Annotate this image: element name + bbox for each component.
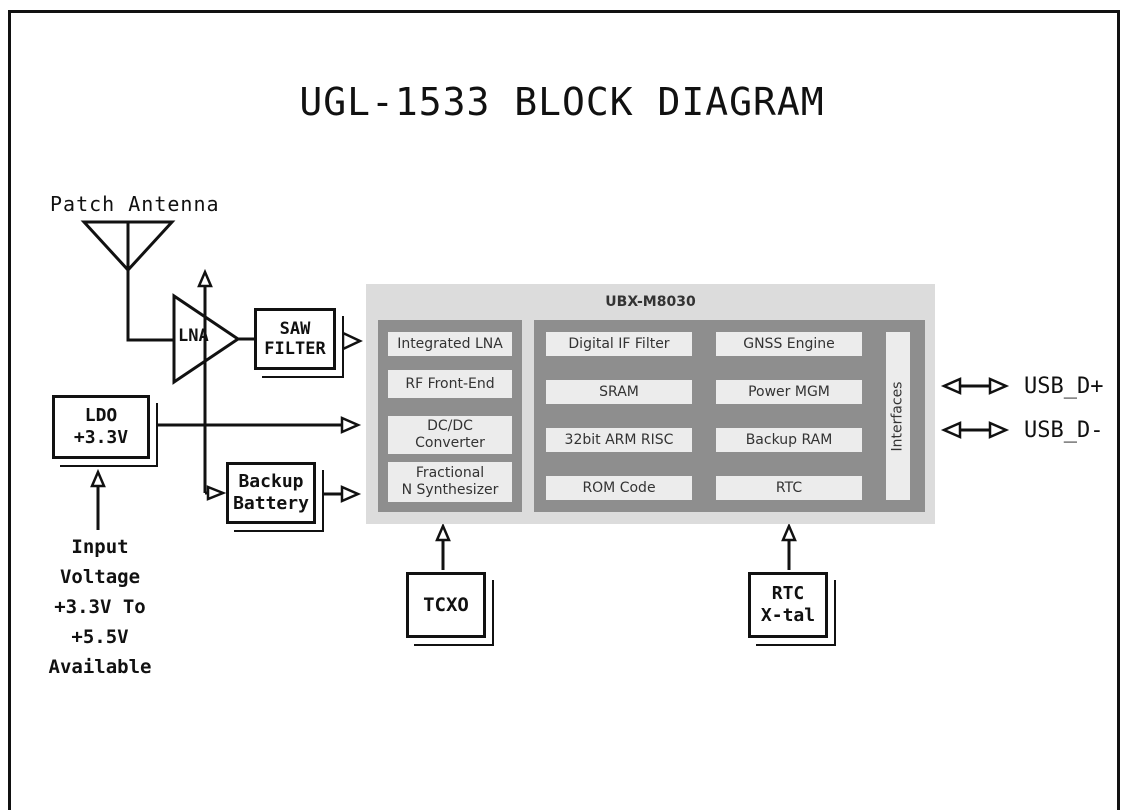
rtc-xtal-label: RTC X-tal [760, 583, 816, 626]
block-32bit-arm-risc: 32bit ARM RISC [546, 428, 692, 452]
wire-antenna-lna [126, 270, 174, 342]
usb-dplus-label: USB_D+ [1024, 374, 1104, 399]
tcxo-label: TCXO [423, 594, 469, 616]
usb-dminus-label: USB_D- [1024, 418, 1104, 443]
block-dc-dc-converter: DC/DC Converter [388, 416, 512, 454]
arrowhead-ldo [340, 416, 362, 434]
backup-battery-label: Backup Battery [233, 471, 309, 514]
diagram-title: UGL-1533 BLOCK DIAGRAM [299, 80, 825, 124]
diagram-frame [8, 10, 1120, 810]
arrowhead-rtc-up [781, 522, 797, 542]
block-backup-ram: Backup RAM [716, 428, 862, 452]
arrowhead-lna-up [197, 268, 213, 288]
arrowhead-battery-right [206, 485, 227, 501]
block-gnss-engine: GNSS Engine [716, 332, 862, 356]
arrowhead-input-up [90, 468, 106, 488]
input-voltage-label: Input Voltage +3.3V To +5.5V Available [48, 536, 152, 678]
arrowhead-tcxo-up [435, 522, 451, 542]
rtc-xtal-box: RTC X-tal [748, 572, 828, 638]
ldo-label: LDO +3.3V [73, 405, 129, 448]
arrowhead-saw [341, 331, 363, 351]
block-sram: SRAM [546, 380, 692, 404]
lna-label: LNA [178, 326, 209, 346]
block-fractional-n-synthesizer: Fractional N Synthesizer [388, 462, 512, 502]
ldo-box: LDO +3.3V [52, 395, 150, 459]
block-rtc: RTC [716, 476, 862, 500]
arrowhead-usb-dplus-right [988, 377, 1010, 395]
backup-battery-box: Backup Battery [226, 462, 316, 524]
block-rom-code: ROM Code [546, 476, 692, 500]
antenna-label: Patch Antenna [50, 192, 220, 216]
block-integrated-lna: Integrated LNA [388, 332, 512, 356]
saw-filter-box: SAW FILTER [254, 308, 336, 370]
interfaces-label: Interfaces [889, 381, 906, 451]
block-interfaces: Interfaces [886, 332, 910, 500]
block-power-mgm: Power MGM [716, 380, 862, 404]
arrowhead-usb-dplus-left [940, 377, 962, 395]
block-digital-if-filter: Digital IF Filter [546, 332, 692, 356]
ubx-m8030-chip: UBX-M8030 Integrated LNA RF Front-End DC… [366, 284, 935, 524]
saw-filter-label: SAW FILTER [264, 319, 326, 359]
arrowhead-usb-dminus-right [988, 421, 1010, 439]
arrowhead-usb-dminus-left [940, 421, 962, 439]
block-rf-front-end: RF Front-End [388, 370, 512, 398]
tcxo-box: TCXO [406, 572, 486, 638]
chip-title: UBX-M8030 [605, 294, 696, 310]
arrowhead-battery [340, 485, 362, 503]
